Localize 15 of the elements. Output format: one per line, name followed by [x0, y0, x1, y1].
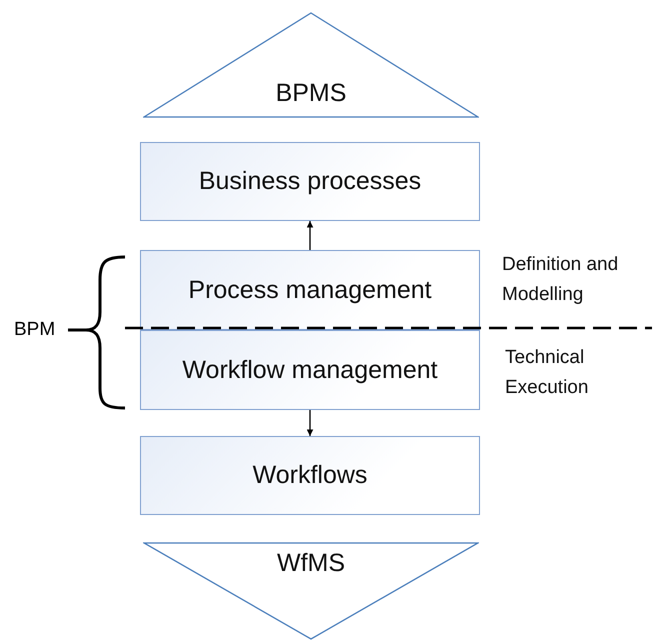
node-label: Business processes	[198, 167, 422, 196]
annotation-text: Definition and Modelling	[502, 253, 620, 307]
process-box	[140, 250, 480, 330]
process-box	[140, 142, 480, 221]
process-box	[140, 330, 480, 410]
arrow	[306, 221, 314, 250]
arrow	[306, 410, 314, 436]
node-label: BPMS	[276, 78, 346, 108]
bracket-label: BPM	[14, 319, 56, 341]
annotation-text: Technical Execution	[505, 346, 590, 400]
node-label: WfMS	[276, 548, 346, 578]
node-label: Process management	[188, 276, 432, 304]
node-label: Workflows	[252, 461, 368, 490]
process-box	[140, 436, 480, 515]
node-label: Workflow management	[182, 356, 438, 384]
